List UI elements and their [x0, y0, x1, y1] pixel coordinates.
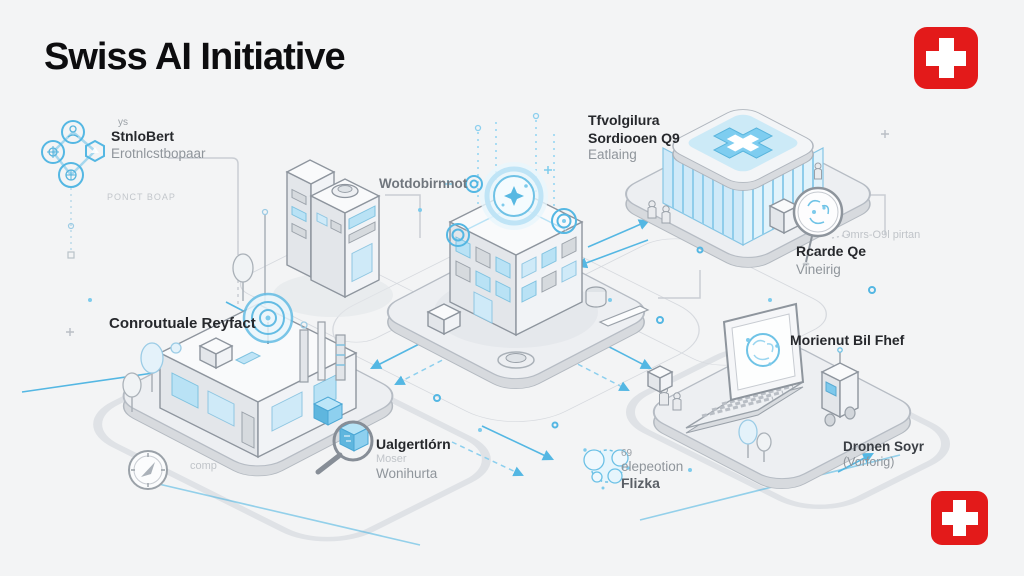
records-subtitle: Vineirig [796, 262, 841, 277]
tree-icon [232, 253, 254, 301]
flag-cross-horizontal [926, 50, 966, 66]
drone-subtitle: (Vorforig) [843, 455, 895, 469]
hospital-line1: Tfvolgilura [588, 112, 660, 128]
circuit-ring-badges [446, 175, 577, 247]
scatter-dots [66, 130, 889, 472]
commune-title: Conroutuale Reyfact [109, 315, 256, 332]
swiss-cross-emblem [688, 114, 798, 172]
swiss-flag-icon [931, 491, 988, 545]
ai-glow-emblem [480, 162, 548, 230]
laptop-title: Morienut Bil Fhef [790, 332, 905, 348]
hospital-platform-illustration [625, 109, 871, 268]
tree-icon [738, 419, 772, 462]
factory-label: Wotdobirnnot [379, 176, 468, 191]
search-subtitle: Wonihurta [376, 466, 438, 481]
records-title: Rcarde Qe [796, 243, 867, 259]
commune-platform-illustration [122, 292, 394, 477]
hospital-line3: Eatlaing [588, 147, 637, 162]
cloud-subtitle: elepeotion [621, 459, 684, 474]
swiss-flag-icon [914, 27, 978, 89]
page-title: Swiss AI Initiative [44, 36, 346, 78]
laptop-brain-icon [685, 302, 805, 434]
factory-illustration [232, 159, 393, 317]
map-pin-brain-icon [792, 186, 853, 266]
robot-icon [820, 347, 860, 427]
molecule-tag: ys [118, 117, 128, 128]
cloud-title: Flizka [621, 475, 660, 491]
molecule-caption: PONCT BOAP [107, 192, 176, 202]
commune-caption: comp [190, 460, 217, 472]
hospital-label-block: Tfvolgilura Sordiooen Q9 Eatlaing [588, 112, 680, 164]
search-caption: Moser [376, 453, 407, 465]
drone-title: Dronen Soyr [843, 439, 925, 454]
tree-icon [122, 342, 182, 412]
molecule-network-icon [41, 120, 105, 259]
molecule-title: StnloBert [111, 128, 174, 144]
search-title: Ualgertlórn [376, 436, 451, 452]
cloud-tag: 69 [621, 448, 633, 459]
magnifier-cube-icon [315, 420, 374, 475]
radar-dish-icon [242, 292, 294, 344]
flag-cross-horizontal [941, 511, 978, 525]
compass-icon [128, 450, 168, 490]
records-caption: Omrs-O9l pirtan [842, 229, 921, 241]
brain-cloud-icon [583, 448, 630, 490]
molecule-subtitle: Erotnlcstbopaar [111, 146, 206, 161]
hospital-line2: Sordiooen Q9 [588, 129, 680, 146]
central-hub-illustration [386, 112, 650, 390]
drone-platform-illustration [646, 302, 912, 490]
